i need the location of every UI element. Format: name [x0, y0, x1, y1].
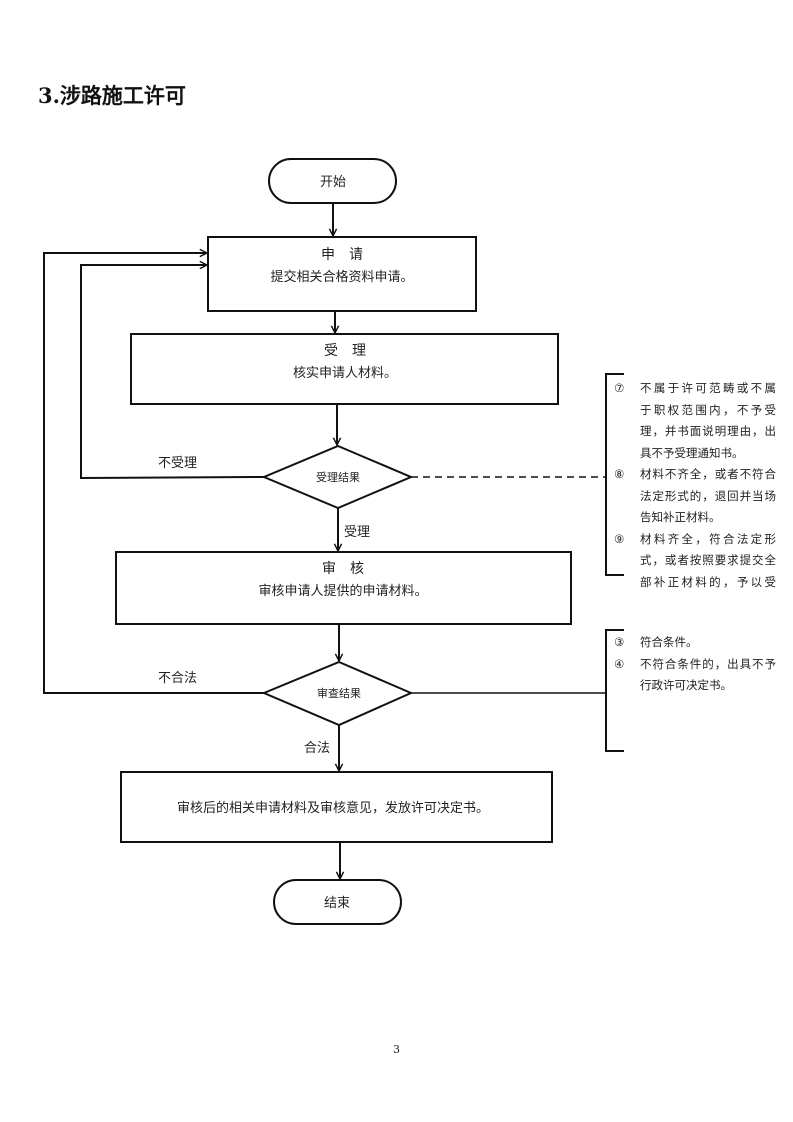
accept-notes: ⑦ 不属于许可范畴或不属 于职权范围内，不予受 理，并书面说明理由，出 具不予受…: [614, 378, 776, 593]
note-item: ④ 不符合条件的，出具不予 行政许可决定书。: [614, 654, 776, 697]
page-number: 3: [393, 1043, 400, 1056]
review-title: 审 核: [322, 561, 364, 577]
note-line: 理，并书面说明理由，出: [640, 424, 776, 438]
note-line: 具不予受理通知书。: [640, 445, 744, 460]
note-line: 符合条件。: [640, 635, 698, 649]
note-line: 材料不齐全，或者不符合: [640, 467, 776, 481]
accept-yes-label: 受理: [344, 525, 370, 540]
note-number: ④: [614, 656, 625, 671]
note-line: 式，或者按照要求提交全: [640, 553, 776, 567]
accept-no-label: 不受理: [158, 456, 197, 471]
note-line: 不属于许可范畴或不属: [640, 381, 776, 395]
note-line: 于职权范围内，不予受: [640, 402, 776, 417]
accept-box: [130, 333, 559, 405]
review-decision-label: 审查结果: [317, 686, 361, 700]
note-line: 法定形式的，退回并当场: [640, 488, 776, 503]
note-number: ⑦: [614, 381, 625, 395]
note-item: ③ 符合条件。: [614, 632, 776, 654]
issue-box: [120, 771, 553, 843]
note-line: 部补正材料的，予以受: [640, 574, 776, 589]
end-terminal: [273, 879, 402, 925]
loop-not-accepted: [80, 265, 265, 480]
note-line: 告知补正材料。: [640, 510, 721, 524]
note-item: ⑨ 材料齐全，符合法定形 式，或者按照要求提交全 部补正材料的，予以受: [614, 529, 776, 594]
review-desc: 审核申请人提供的申请材料。: [258, 583, 427, 599]
apply-desc: 提交相关合格资料申请。: [270, 269, 413, 285]
review-no-label: 不合法: [158, 671, 197, 686]
note-line: 材料齐全，符合法定形: [640, 531, 776, 546]
review-notes: ③ 符合条件。 ④ 不符合条件的，出具不予 行政许可决定书。: [614, 632, 776, 697]
accept-title: 受 理: [324, 343, 366, 359]
issue-desc: 审核后的相关申请材料及审核意见，发放许可决定书。: [177, 800, 489, 816]
review-yes-label: 合法: [304, 741, 330, 756]
apply-box: [207, 236, 477, 312]
note-item: ⑧ 材料不齐全，或者不符合 法定形式的，退回并当场 告知补正材料。: [614, 464, 776, 529]
note-line: 不符合条件的，出具不予: [640, 656, 776, 671]
accept-notes-bracket: [605, 373, 624, 576]
loop-illegal: [43, 253, 264, 694]
note-number: ③: [614, 635, 625, 649]
accept-decision-label: 受理结果: [316, 471, 360, 484]
page-title: 3.涉路施工许可: [38, 83, 186, 108]
note-number: ⑧: [614, 467, 625, 481]
note-number: ⑨: [614, 531, 625, 546]
start-label: 开始: [320, 175, 346, 190]
note-line: 行政许可决定书。: [640, 678, 732, 692]
note-item: ⑦ 不属于许可范畴或不属 于职权范围内，不予受 理，并书面说明理由，出 具不予受…: [614, 378, 776, 464]
end-label: 结束: [324, 896, 350, 911]
apply-title: 申 请: [321, 247, 363, 263]
accept-desc: 核实申请人材料。: [293, 366, 397, 381]
review-notes-bracket: [605, 629, 624, 752]
review-box: [115, 551, 572, 625]
